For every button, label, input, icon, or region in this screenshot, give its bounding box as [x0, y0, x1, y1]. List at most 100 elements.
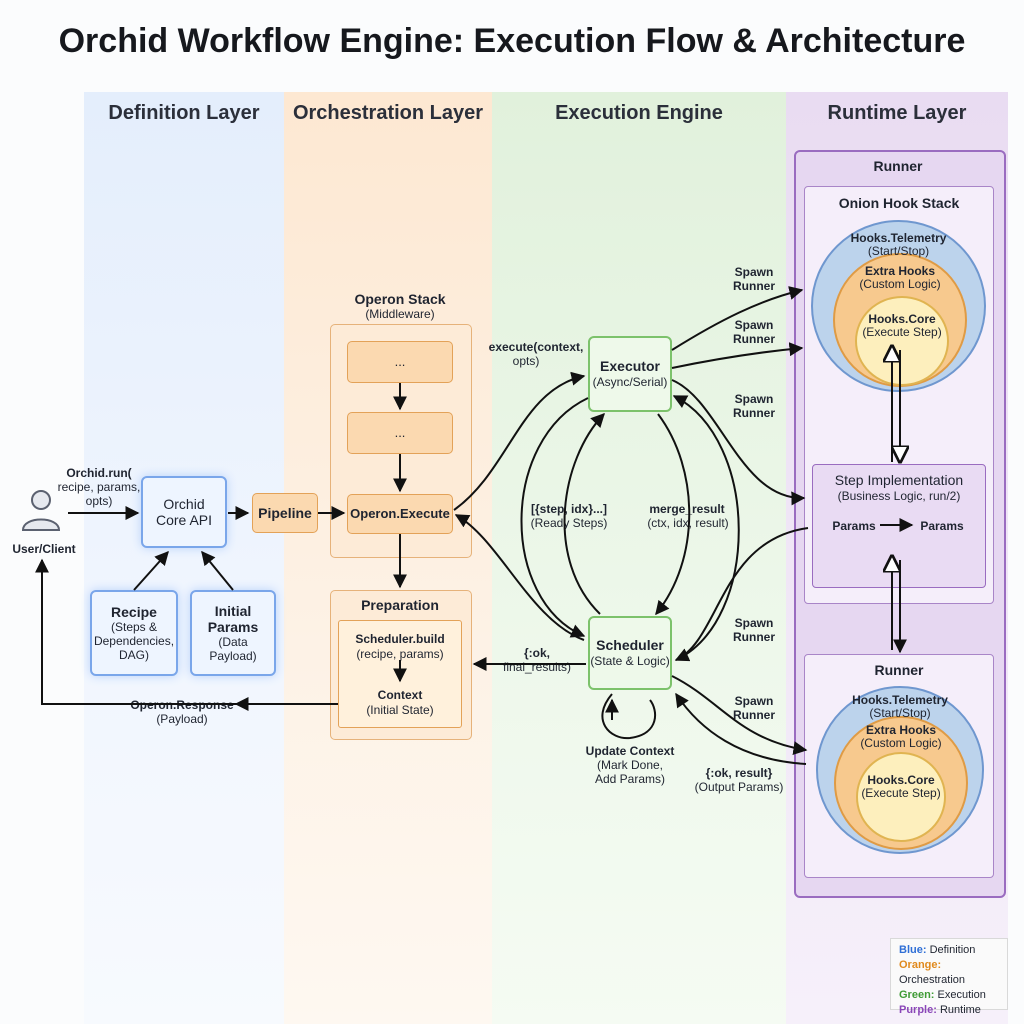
merge-result-line1: merge_result: [649, 502, 725, 516]
runner-bottom-title: Runner: [874, 662, 924, 678]
spawn-runner-3-line2: Runner: [733, 406, 775, 420]
scheduler-build-args: (recipe, params): [356, 647, 444, 661]
extra-hooks-sub-top: (Custom Logic): [859, 277, 941, 291]
ready-steps-line1: [{step, idx}...]: [530, 502, 607, 516]
run-call-line3: opts): [85, 494, 113, 508]
pipeline-box: Pipeline: [252, 493, 318, 533]
legend-item-purple: Purple: Runtime: [899, 1003, 999, 1018]
orchestration-layer-title: Orchestration Layer: [292, 102, 484, 124]
params-out-label: Params: [920, 519, 964, 533]
definition-layer-title: Definition Layer: [108, 102, 260, 124]
telemetry-label-bottom: Hooks.Telemetry: [852, 693, 948, 707]
legend-value-orange: Orchestration: [899, 974, 966, 986]
telemetry-sub-top: (Start/Stop): [867, 244, 930, 258]
params-in-label: Params: [832, 519, 876, 533]
spawn-runner-4-line1: Spawn: [734, 616, 774, 630]
extra-hooks-sub-bottom: (Custom Logic): [860, 736, 942, 750]
extra-hooks-label-top: Extra Hooks: [864, 264, 936, 278]
execute-call-line2: opts): [512, 354, 540, 368]
spawn-runner-5-line1: Spawn: [734, 694, 774, 708]
legend-key-purple: Purple:: [899, 1004, 937, 1016]
update-context-line1: (Mark Done,: [596, 758, 664, 772]
telemetry-sub-bottom: (Start/Stop): [869, 706, 931, 720]
core-hook-sub-bottom: (Execute Step): [861, 786, 941, 800]
core-api-line2: Core API: [155, 512, 213, 528]
legend-key-blue: Blue:: [899, 944, 927, 956]
diagram-title: Orchid Workflow Engine: Execution Flow &…: [58, 22, 966, 60]
executor-subtitle: (Async/Serial): [592, 375, 668, 389]
recipe-line2: Dependencies,: [93, 634, 175, 648]
pipeline-label: Pipeline: [258, 505, 312, 521]
scheduler-subtitle: (State & Logic): [590, 654, 670, 668]
context-label: Context: [377, 688, 423, 702]
step-implementation-subtitle: (Business Logic, run/2): [837, 489, 961, 503]
operon-execute-label: Operon.Execute: [350, 506, 450, 521]
spawn-runner-1-line2: Runner: [733, 279, 775, 293]
output-line2: (Output Params): [694, 780, 784, 794]
core-hook-label-top: Hooks.Core: [868, 312, 936, 326]
recipe-box: Recipe (Steps & Dependencies, DAG): [90, 590, 178, 676]
operon-stack-title: Operon Stack: [354, 291, 446, 307]
final-results-line1: {:ok,: [523, 646, 550, 660]
core-hook-sub-top: (Execute Step): [862, 325, 942, 339]
update-context-line2: Add Params): [594, 772, 666, 786]
legend-value-green: Execution: [937, 989, 986, 1001]
legend-item-blue: Blue: Definition: [899, 943, 999, 958]
telemetry-label-top: Hooks.Telemetry: [850, 231, 947, 245]
step-implementation-title: Step Implementation: [834, 472, 964, 488]
operon-execute-box: Operon.Execute: [347, 494, 453, 534]
scheduler-title: Scheduler: [596, 637, 664, 653]
executor-title: Executor: [600, 358, 660, 374]
executor-box: Executor (Async/Serial): [588, 336, 672, 412]
run-call-line1: Orchid.run(: [66, 466, 132, 480]
recipe-title: Recipe: [111, 604, 157, 620]
user-icon: [16, 486, 66, 536]
legend-value-purple: Runtime: [939, 1004, 981, 1016]
recipe-line1: (Steps &: [110, 620, 158, 634]
initial-params-box: Initial Params (Data Payload): [190, 590, 276, 676]
middleware-box-2-label: ...: [394, 425, 406, 440]
extra-hooks-label-bottom: Extra Hooks: [865, 723, 937, 737]
runner-top-title: Runner: [873, 158, 923, 174]
legend-key-orange: Orange:: [899, 959, 942, 971]
orchestration-layer-band: [284, 92, 492, 1024]
ready-steps-line2: (Ready Steps): [530, 516, 608, 530]
legend-item-orange: Orange: Orchestration: [899, 958, 999, 988]
spawn-runner-4-line2: Runner: [733, 630, 775, 644]
initial-params-line2: Payload): [209, 649, 257, 663]
definition-layer-band: [84, 92, 284, 1024]
execution-layer-title: Execution Engine: [555, 102, 723, 124]
middleware-box-1-label: ...: [394, 354, 406, 369]
spawn-runner-5-line2: Runner: [733, 708, 775, 722]
legend-item-green: Green: Execution: [899, 988, 999, 1003]
spawn-runner-2-line2: Runner: [733, 332, 775, 346]
core-api-line1: Orchid: [163, 496, 205, 512]
initial-params-line1: (Data: [218, 635, 248, 649]
initial-params-title1: Initial: [214, 603, 252, 619]
operon-stack-subtitle: (Middleware): [365, 307, 435, 321]
middleware-box-1: ...: [347, 341, 453, 383]
runtime-layer-title: Runtime Layer: [827, 102, 967, 124]
scheduler-box: Scheduler (State & Logic): [588, 616, 672, 690]
update-context-title: Update Context: [585, 744, 675, 758]
response-sub: (Payload): [156, 712, 208, 726]
legend: Blue: Definition Orange: Orchestration G…: [890, 938, 1008, 1016]
scheduler-build-label: Scheduler.build: [355, 632, 445, 646]
legend-value-blue: Definition: [929, 944, 976, 956]
legend-key-green: Green:: [899, 989, 935, 1001]
middleware-box-2: ...: [347, 412, 453, 454]
recipe-line3: DAG): [119, 648, 149, 662]
spawn-runner-2-line1: Spawn: [734, 318, 774, 332]
spawn-runner-3-line1: Spawn: [734, 392, 774, 406]
user-label: User/Client: [12, 542, 76, 556]
execute-call-line1: execute(context,: [488, 340, 584, 354]
merge-result-line2: (ctx, idx, result): [647, 516, 729, 530]
core-api-box: Orchid Core API: [141, 476, 227, 548]
run-call-line2: recipe, params,: [57, 480, 141, 494]
output-line1: {:ok, result}: [705, 766, 773, 780]
context-sub: (Initial State): [366, 703, 434, 717]
preparation-title: Preparation: [361, 597, 439, 613]
spawn-runner-1-line1: Spawn: [734, 265, 774, 279]
onion-hook-stack-title: Onion Hook Stack: [838, 195, 960, 211]
